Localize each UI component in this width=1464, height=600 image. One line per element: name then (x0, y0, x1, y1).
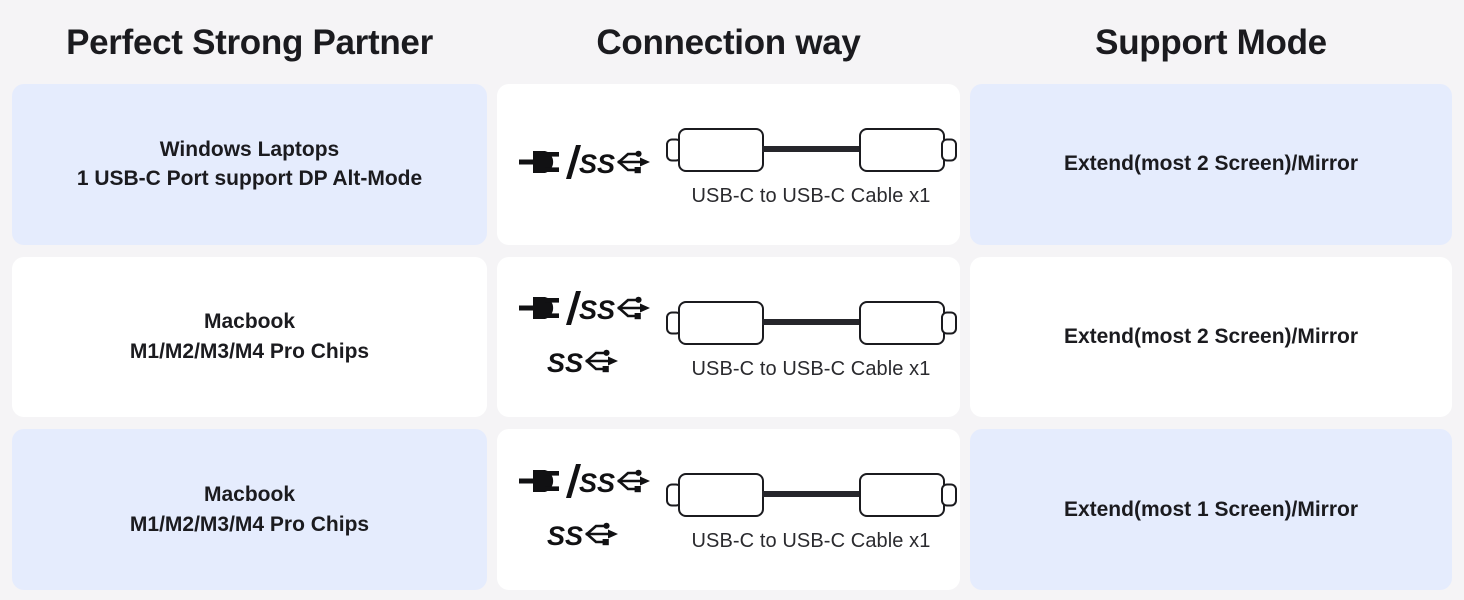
device-cell: Windows Laptops 1 USB-C Port support DP … (12, 84, 487, 245)
device-detail: 1 USB-C Port support DP Alt-Mode (76, 167, 423, 191)
device-description: Windows Laptops 1 USB-C Port support DP … (67, 135, 432, 195)
svg-text:SS: SS (547, 348, 583, 378)
port-icon-stack: SS (519, 287, 657, 387)
device-detail: M1/M2/M3/M4 Pro Chips (129, 340, 370, 363)
connection-diagram: SS (497, 84, 960, 245)
table-body: Windows Laptops 1 USB-C Port support DP … (12, 84, 1452, 600)
connection-cell: SS (497, 84, 960, 245)
support-mode-cell: Extend(most 2 Screen)/Mirror (970, 84, 1452, 245)
device-name: Windows Laptops (159, 137, 340, 161)
cable-caption: USB-C to USB-C Cable x1 (691, 357, 931, 380)
support-mode-value: Extend(most 2 Screen)/Mirror (1063, 325, 1359, 348)
table-row: Windows Laptops 1 USB-C Port support DP … (12, 84, 1452, 245)
port-icon-stack: SS (519, 460, 657, 560)
column-header-partner: Perfect Strong Partner (66, 22, 433, 62)
connection-cell: SS (497, 429, 960, 591)
power-plug-slash-superspeed-usb-icon: SS (519, 287, 651, 334)
cable-caption: USB-C to USB-C Cable x1 (691, 184, 931, 207)
device-detail: M1/M2/M3/M4 Pro Chips (129, 512, 370, 536)
support-mode-cell: Extend(most 1 Screen)/Mirror (970, 429, 1452, 591)
device-name: Macbook (203, 482, 295, 506)
usb-c-cable-icon (665, 121, 957, 184)
device-name: Macbook (203, 310, 295, 334)
power-plug-slash-superspeed-usb-icon: SS (519, 460, 651, 507)
svg-text:SS: SS (579, 468, 615, 498)
svg-text:SS: SS (579, 149, 615, 179)
superspeed-usb-icon: SS (545, 340, 635, 387)
table-row: Macbook M1/M2/M3/M4 Pro Chips (12, 429, 1452, 591)
cable-graphic-block: USB-C to USB-C Cable x1 (665, 121, 957, 208)
column-header-connection: Connection way (596, 22, 861, 62)
svg-text:SS: SS (547, 521, 583, 551)
support-mode-cell: Extend(most 2 Screen)/Mirror (970, 256, 1452, 418)
cable-graphic-block: USB-C to USB-C Cable x1 (665, 294, 957, 381)
device-description: Macbook M1/M2/M3/M4 Pro Chips (120, 480, 379, 540)
cable-caption: USB-C to USB-C Cable x1 (691, 530, 931, 553)
support-mode-value: Extend(most 2 Screen)/Mirror (1063, 152, 1359, 176)
cable-graphic-block: USB-C to USB-C Cable x1 (665, 466, 957, 553)
device-cell: Macbook M1/M2/M3/M4 Pro Chips (12, 256, 487, 418)
connection-diagram: SS (497, 257, 960, 418)
superspeed-usb-icon: SS (545, 513, 635, 560)
device-description: Macbook M1/M2/M3/M4 Pro Chips (120, 307, 379, 367)
usb-c-cable-icon (665, 294, 957, 357)
column-header-support-mode: Support Mode (1095, 22, 1327, 62)
svg-text:SS: SS (579, 295, 615, 325)
port-icon-stack: SS (519, 141, 657, 188)
power-plug-slash-superspeed-usb-icon: SS (519, 141, 651, 188)
table-header-row: Perfect Strong Partner Connection way Su… (12, 0, 1452, 84)
table-row: Macbook M1/M2/M3/M4 Pro Chips (12, 256, 1452, 418)
connection-diagram: SS (497, 429, 960, 590)
device-cell: Macbook M1/M2/M3/M4 Pro Chips (12, 429, 487, 591)
usb-c-cable-icon (665, 466, 957, 529)
support-mode-value: Extend(most 1 Screen)/Mirror (1063, 497, 1359, 521)
connection-cell: SS (497, 256, 960, 418)
